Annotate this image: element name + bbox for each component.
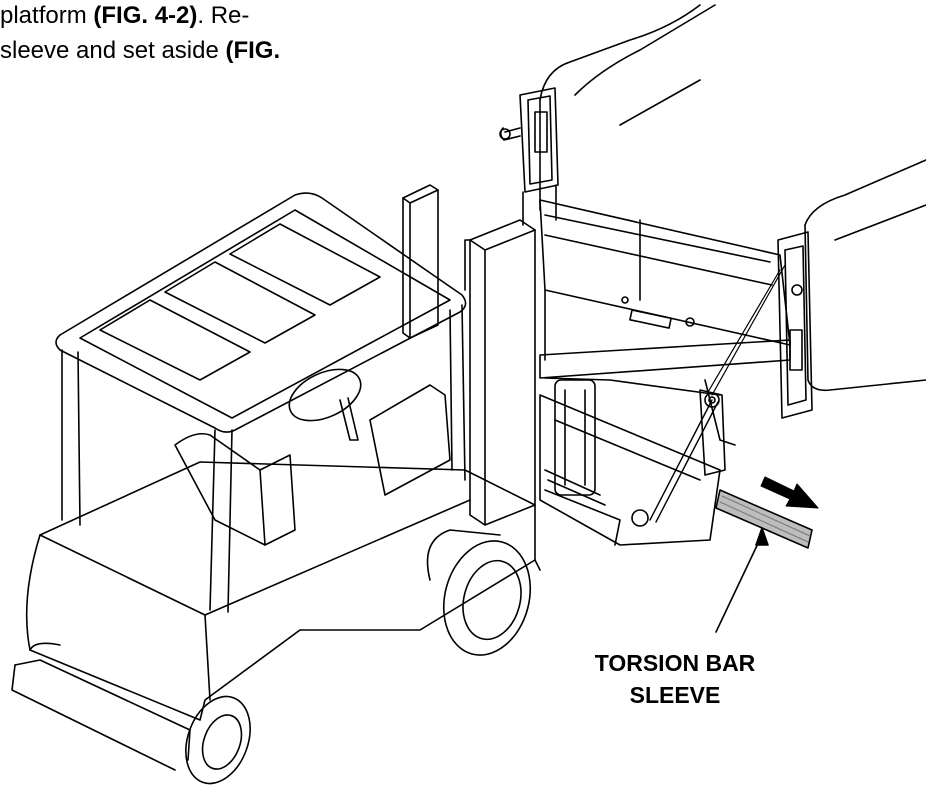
instruction-text-line-2: sleeve and set aside (FIG. [0,37,280,65]
removal-arrow-icon [760,476,819,509]
callout-leader [715,527,769,633]
figure-reference: (FIG. [225,37,281,64]
forklift-controls [174,368,451,546]
instruction-text: . Re- [197,2,250,29]
forklift-overhead-guard [55,192,467,613]
callout-label-line-1: TORSION BAR [594,650,756,676]
forklift-wheels [11,529,532,785]
instruction-text-line-1: platform (FIG. 4-2). Re- [0,2,249,30]
forklift-body [25,461,541,721]
truck-body [539,4,926,392]
torsion-bar-sleeve [715,489,813,549]
instruction-text: sleeve and set aside [0,37,226,64]
instruction-text: platform [0,2,94,29]
figure-reference: (FIG. 4-2) [93,2,198,29]
left-wall-bracket [499,87,559,226]
callout-label-line-2: SLEEVE [629,682,721,708]
liftgate-frame [539,199,791,546]
